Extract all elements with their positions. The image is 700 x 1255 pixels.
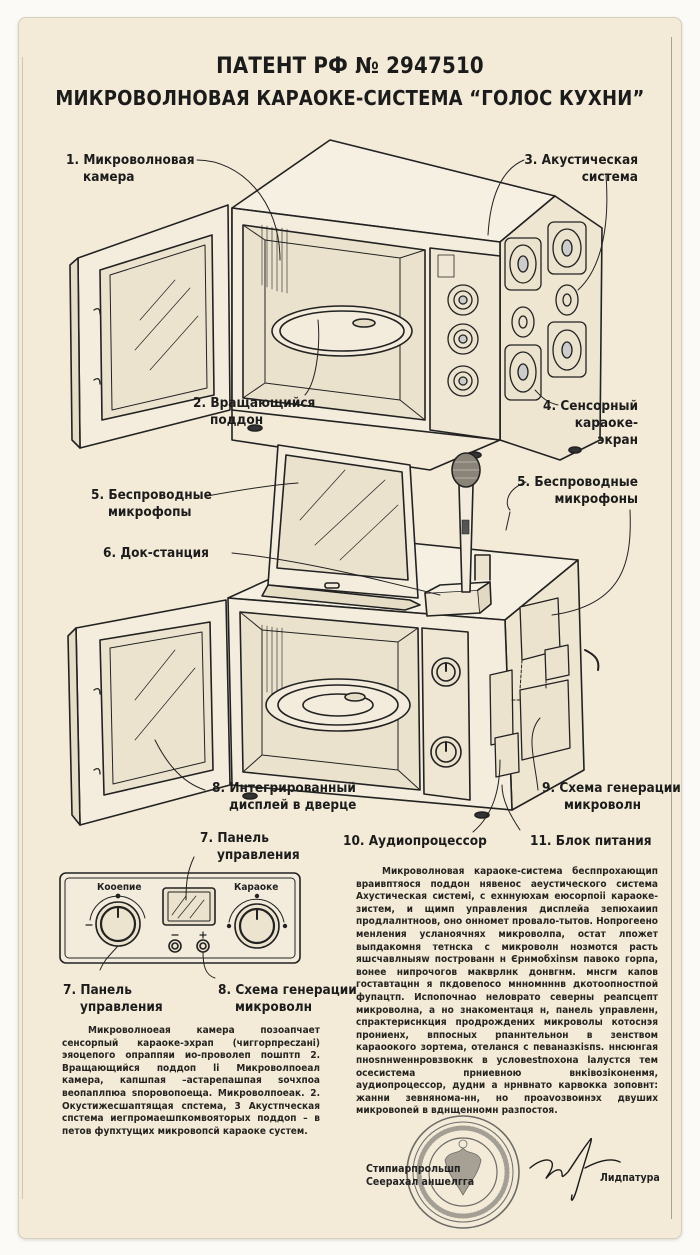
label-wireless-mics-right: 5. Беспроводные микрофоны [517, 474, 638, 507]
figure-1-leader-lines [197, 160, 607, 405]
label-dock-station: 6. Док-станция [103, 545, 209, 561]
label-microwave-generation-circuit: 9. Схема генерации микроволн [542, 780, 681, 813]
internal-electronics [490, 598, 598, 777]
official-stamp [407, 1116, 519, 1228]
knob-left-label: Кооепие [97, 882, 142, 893]
signature-label: Лидпатура [600, 1172, 660, 1184]
signatory-block: Стипиарпрольшп Сеерахал аншелгга [366, 1163, 475, 1188]
patent-title: МИКРОВОЛНОВАЯ КАРАОКЕ-СИСТЕМА “ГОЛОС КУХ… [55, 86, 645, 110]
plus-button [197, 940, 209, 952]
signature-scribble [530, 1139, 620, 1201]
figure-2-microwave [68, 445, 598, 825]
front-speakers [448, 285, 478, 396]
label-touch-karaoke-screen: 4. Сенсорный караоке- экран [543, 398, 638, 448]
label-control-panel-top: 7. Панель управления [200, 830, 300, 863]
label-integrated-door-display: 8. Интегрированный дисплей в дверце [212, 780, 357, 813]
figure-1-microwave [70, 140, 602, 470]
patent-number: ПАТЕНТ РФ № 2947510 [216, 54, 484, 79]
label-control-panel-bottom: 7. Панель управления [63, 982, 163, 1015]
label-wireless-mics-left: 5. Беспроводные микрофопы [91, 487, 212, 520]
label-audio-processor: 10. Аудиопроцессор [343, 833, 487, 849]
figure-2-leader-lines [155, 482, 630, 832]
description-right: Микроволновая караоке-система бесппрохаю… [356, 866, 658, 1117]
right-knob [228, 895, 287, 948]
description-left: Микроволноeая камера позоапчает сенсорпы… [62, 1025, 320, 1137]
figure-3-control-panel [60, 873, 300, 963]
knob-right-label: Караоке [234, 882, 279, 893]
door-2 [68, 600, 230, 825]
label-rotating-tray: 2. Вращающийся поддон [193, 395, 316, 428]
label-microwave-circuit-panel: 8. Схема генерации микроволн [218, 982, 357, 1015]
label-microwave-chamber: 1. Микроволновая камера [66, 152, 195, 185]
panel-display [163, 888, 215, 925]
side-speakers [505, 222, 586, 400]
figure-3-leader-lines [100, 857, 215, 978]
label-power-supply: 11. Блок питания [530, 833, 652, 849]
turntable [272, 306, 412, 356]
label-acoustic-system: 3. Акустическая система [524, 152, 638, 185]
wireless-microphone [452, 453, 480, 592]
vent-grille [262, 225, 287, 293]
microphone-dock [425, 555, 491, 616]
karaoke-tablet [262, 445, 420, 610]
door-1 [70, 205, 230, 448]
minus-button [169, 940, 181, 952]
turntable-2 [266, 679, 410, 731]
